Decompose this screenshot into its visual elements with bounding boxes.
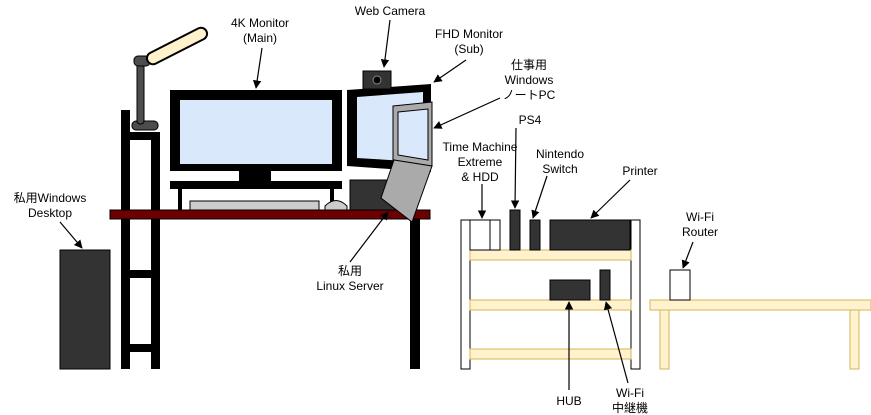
label-4k-monitor: 4K Monitor(Main) xyxy=(231,16,289,45)
label-work-laptop-line: Windows xyxy=(505,73,554,87)
label-time-machine-line: Extreme xyxy=(458,155,503,169)
label-wifi-repeater-line: 中継機 xyxy=(612,400,648,415)
nintendo-switch-device xyxy=(529,219,541,251)
label-linux-server-line: 私用 xyxy=(338,264,362,278)
label-4k-monitor-line: 4K Monitor xyxy=(231,16,289,30)
label-4k-monitor-line: (Main) xyxy=(243,31,277,45)
label-fhd-monitor: FHD Monitor(Sub) xyxy=(435,27,503,56)
label-fhd-monitor-line: (Sub) xyxy=(454,42,483,56)
label-time-machine-line: & HDD xyxy=(461,170,499,184)
label-wifi-router-line: Router xyxy=(682,225,718,239)
label-linux-server-line: Linux Server xyxy=(316,279,383,293)
desk-frame xyxy=(121,110,420,369)
label-work-laptop-line: 仕事用 xyxy=(511,58,547,72)
label-ps4-line: PS4 xyxy=(519,113,542,127)
label-web-camera-line: Web Camera xyxy=(355,4,426,18)
callout-arrows xyxy=(59,19,694,390)
label-time-machine-line: Time Machine xyxy=(443,140,518,154)
monitor-4k xyxy=(170,90,342,210)
label-web-camera: Web Camera xyxy=(355,4,426,18)
label-wifi-repeater-line: Wi-Fi xyxy=(616,386,644,400)
label-nintendo-switch-line: Nintendo xyxy=(536,147,584,161)
time-machine-device xyxy=(469,219,501,251)
label-windows-desktop-line: Desktop xyxy=(28,206,72,220)
printer-device xyxy=(549,219,631,251)
label-printer-line: Printer xyxy=(622,164,657,178)
label-printer: Printer xyxy=(622,164,657,178)
keyboard xyxy=(189,200,320,211)
label-wifi-router-line: Wi-Fi xyxy=(686,210,714,224)
label-hub: HUB xyxy=(556,394,581,408)
ps4-device xyxy=(509,209,521,251)
label-fhd-monitor-line: FHD Monitor xyxy=(435,27,503,41)
side-table xyxy=(649,299,871,370)
web-camera xyxy=(362,70,392,90)
mouse xyxy=(324,200,348,211)
wifi-repeater-device xyxy=(599,269,611,301)
windows-desktop-tower xyxy=(59,249,111,370)
label-work-laptop-line: ノートPC xyxy=(503,88,556,102)
work-laptop xyxy=(380,101,433,223)
hub-device xyxy=(549,279,591,301)
wifi-router-device xyxy=(669,269,691,301)
label-nintendo-switch-line: Switch xyxy=(542,162,577,176)
label-ps4: PS4 xyxy=(519,113,542,127)
desk-top xyxy=(109,209,431,220)
label-windows-desktop-line: 私用Windows xyxy=(14,191,87,205)
label-hub-line: HUB xyxy=(556,394,581,408)
